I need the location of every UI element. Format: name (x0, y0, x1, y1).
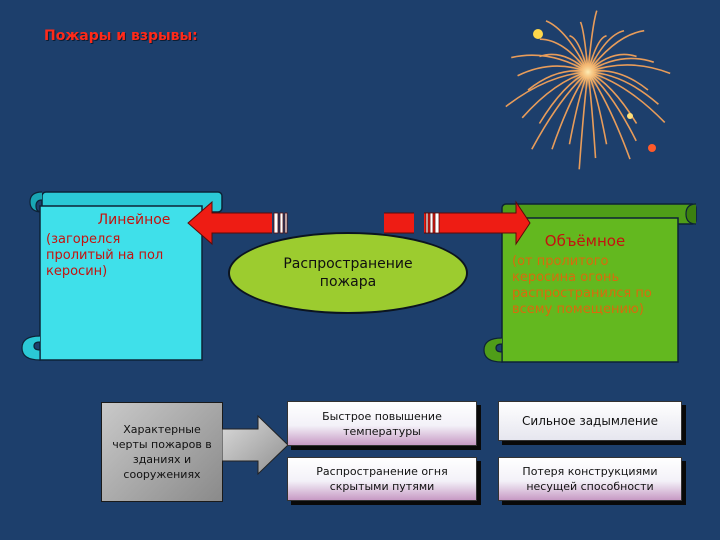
linear-heading: Линейное (97, 212, 171, 228)
feature-hidden-spread: Распространение огня скрытыми путями (316, 465, 448, 493)
features-arrow (222, 414, 289, 476)
spread-label: Распространение пожара (283, 256, 413, 290)
feature-card-hidden-spread: Распространение огня скрытыми путями (287, 457, 477, 501)
volume-fire-scroll: Объёмное (от пролитого керосина огонь ра… (480, 198, 700, 366)
feature-card-smoke: Сильное задымление (498, 401, 682, 441)
feature-load-bearing: Потеря конструкциями несущей способности (522, 465, 658, 493)
feature-card-temperature: Быстрое повышение температуры (287, 401, 477, 446)
linear-fire-scroll: Линейное (загорелся пролитый на пол керо… (14, 186, 224, 364)
volume-heading: Объёмное (544, 232, 626, 250)
firework-image (505, 10, 671, 170)
volume-description: (от пролитого керосина огонь распростран… (512, 254, 652, 317)
features-box-label: Характерные черты пожаров в зданиях и со… (112, 423, 212, 481)
feature-smoke: Сильное задымление (522, 413, 658, 428)
features-box: Характерные черты пожаров в зданиях и со… (101, 402, 223, 502)
slide-title: Пожары и взрывы: (44, 28, 198, 44)
spread-oval: Распространение пожара (228, 232, 468, 314)
feature-card-load-bearing: Потеря конструкциями несущей способности (498, 457, 682, 501)
linear-description: (загорелся пролитый на пол керосин) (46, 232, 164, 279)
feature-temperature: Быстрое повышение температуры (322, 409, 442, 438)
